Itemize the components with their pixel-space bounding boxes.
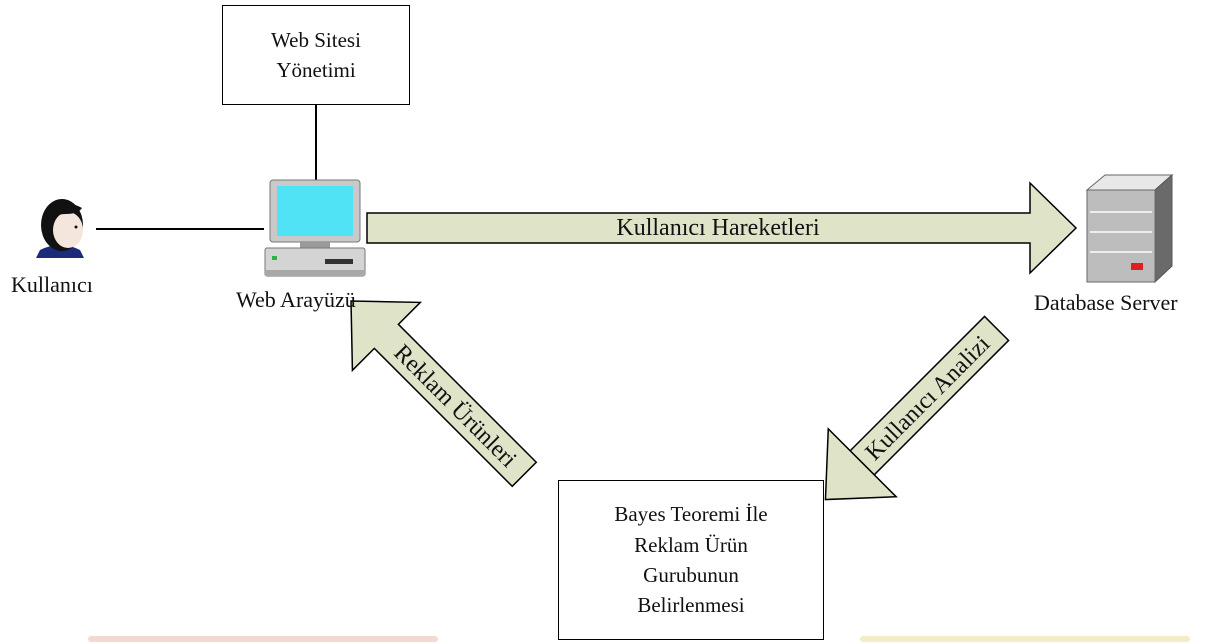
decorative-bar-right bbox=[860, 636, 1190, 642]
user-label: Kullanıcı bbox=[11, 272, 93, 297]
computer-icon bbox=[264, 179, 366, 277]
decorative-bar-left bbox=[88, 636, 438, 642]
arrow-ad-products-label: Reklam Ürünleri bbox=[388, 340, 521, 473]
web-interface-label: Web Arayüzü bbox=[236, 287, 356, 312]
connector-management-to-computer bbox=[315, 105, 317, 180]
arrow-user-actions-label: Kullanıcı Hareketleri bbox=[616, 215, 820, 241]
bayes-line4: Belirlenmesi bbox=[637, 593, 745, 618]
arrow-user-analysis-label: Kullanıcı Analizi bbox=[861, 331, 996, 466]
connector-user-to-computer bbox=[96, 228, 264, 230]
arrow-user-actions: Kullanıcı Hareketleri bbox=[366, 181, 1078, 275]
database-server-label: Database Server bbox=[1034, 290, 1178, 315]
bayes-line2: Reklam Ürün bbox=[634, 532, 748, 557]
website-management-box: Web Sitesi Yönetimi bbox=[222, 5, 410, 105]
user-head-icon bbox=[36, 199, 84, 258]
server-icon bbox=[1085, 173, 1174, 284]
bayes-line3: Gurubunun bbox=[643, 563, 739, 587]
website-management-line1: Web Sitesi bbox=[271, 27, 361, 52]
bayes-box: Bayes Teoremi İle Reklam Ürün Gurubunun … bbox=[558, 480, 824, 640]
bayes-line1: Bayes Teoremi İle bbox=[614, 502, 768, 527]
arrow-user-analysis: Kullanıcı Analizi bbox=[824, 315, 1010, 501]
website-management-line2: Yönetimi bbox=[276, 58, 356, 82]
